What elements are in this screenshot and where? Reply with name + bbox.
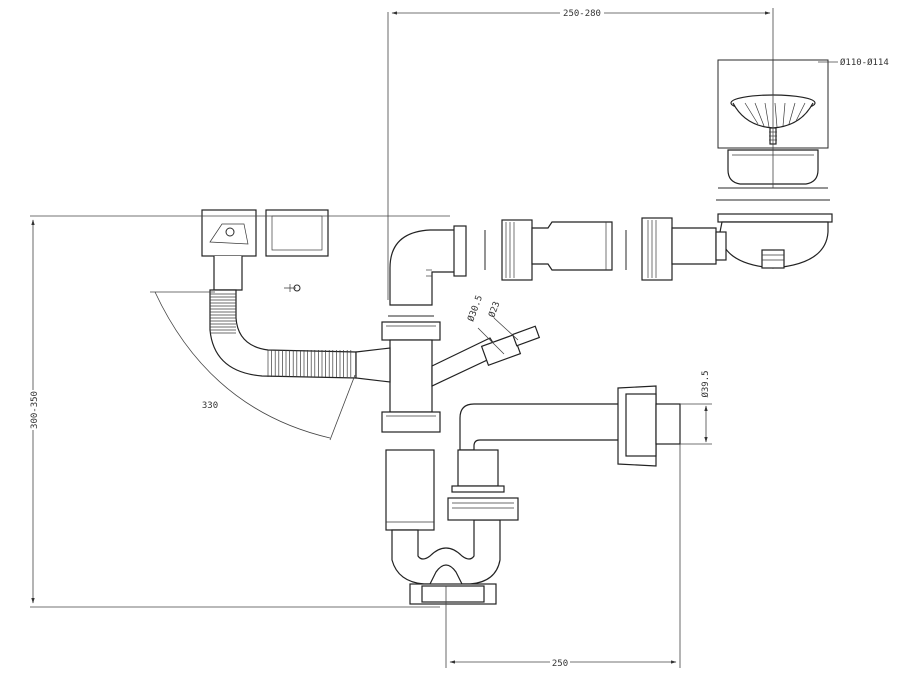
inlet-small-label: Ø23 <box>486 300 502 319</box>
height-dimension: 300-350 <box>27 215 450 608</box>
top-width-label: 250-280 <box>563 9 601 19</box>
sink-drain-body <box>716 199 833 269</box>
strainer-diameter-label: Ø110-Ø114 <box>840 57 889 68</box>
strainer-basket <box>717 59 829 189</box>
outlet-arm <box>451 385 681 493</box>
overflow-hose <box>209 256 357 379</box>
central-tee <box>355 315 541 433</box>
hose-length-dimension: 330 <box>150 291 356 441</box>
bottom-width-dimension: 250 <box>445 444 681 669</box>
outlet-diameter-dimension: Ø39.5 <box>680 370 712 445</box>
overflow-outlet <box>201 209 329 292</box>
inlet-large-label: Ø30.5 <box>465 294 485 323</box>
bottle-trap <box>385 449 519 605</box>
hose-length-label: 330 <box>202 401 218 411</box>
height-label: 300-350 <box>30 391 40 429</box>
outlet-diameter-label: Ø39.5 <box>700 370 711 397</box>
bottom-width-label: 250 <box>552 659 568 669</box>
strainer-diameter-dimension: Ø110-Ø114 <box>818 57 889 68</box>
pipe-elbow <box>389 225 467 306</box>
horizontal-connector <box>484 217 727 281</box>
top-width-dimension: 250-280 <box>387 6 774 300</box>
